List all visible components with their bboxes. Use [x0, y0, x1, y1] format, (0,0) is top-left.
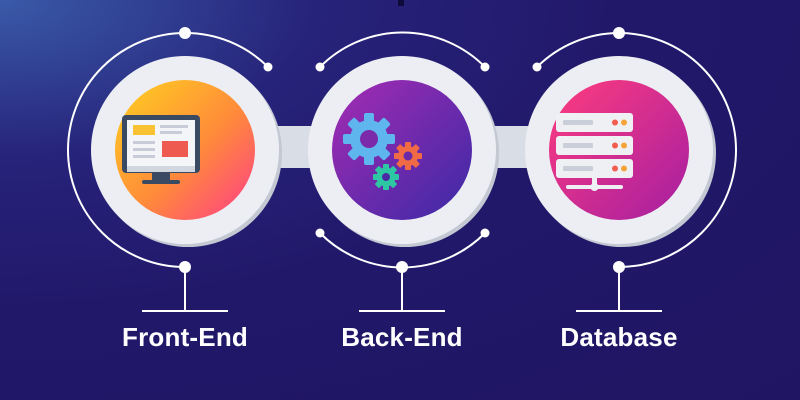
database-label: Database [560, 322, 678, 352]
label-leaders [142, 267, 662, 312]
front-end-label: Front-End [122, 322, 248, 352]
top-connector-stub [398, 0, 404, 6]
monitor-icon [122, 115, 200, 184]
gears-icon [343, 113, 422, 190]
back-end-label: Back-End [341, 322, 463, 352]
server-icon [556, 113, 633, 191]
